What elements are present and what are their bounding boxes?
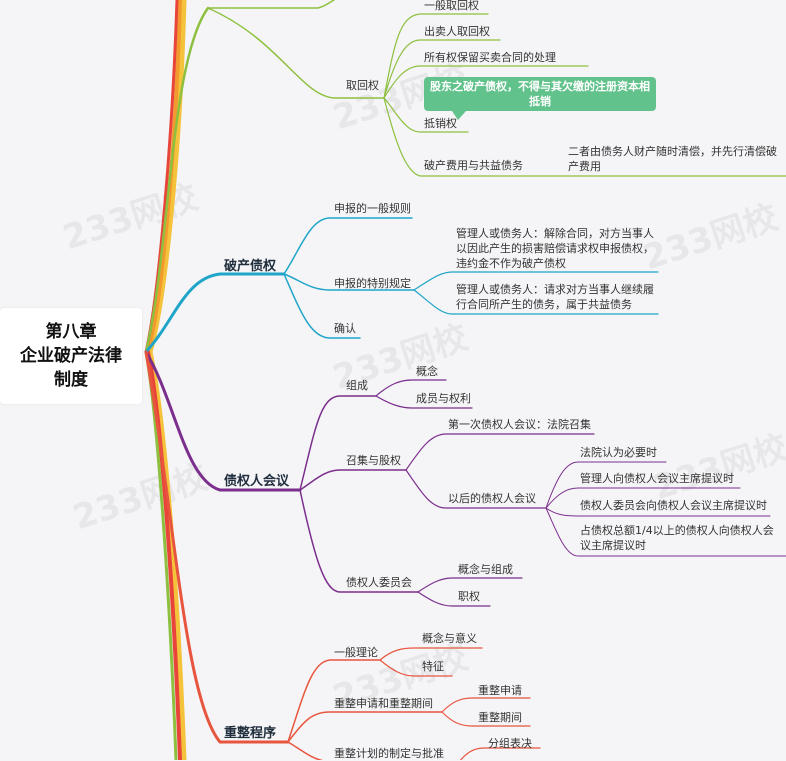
node-general-theory[interactable]: 一般理论 [334, 646, 378, 659]
callout-tail [452, 111, 466, 120]
node-reorg-application[interactable]: 重整申请和重整期间 [334, 697, 433, 710]
node-first-meeting[interactable]: 第一次债权人会议：法院召集 [448, 418, 591, 431]
node-general-rules[interactable]: 申报的一般规则 [334, 202, 411, 215]
node-committee-powers[interactable]: 职权 [458, 590, 480, 603]
node-setoff-right[interactable]: 抵销权 [424, 117, 457, 130]
node-retention-contract[interactable]: 所有权保留买卖合同的处理 [424, 51, 556, 64]
node-members-rights[interactable]: 成员与权利 [416, 392, 471, 405]
node-committee-proposal[interactable]: 债权人委员会向债权人会议主席提议时 [580, 499, 767, 512]
node-creditors-committee[interactable]: 债权人委员会 [346, 576, 412, 589]
node-convening[interactable]: 召集与股权 [346, 454, 401, 467]
node-committee-concept[interactable]: 概念与组成 [458, 563, 513, 576]
node-composition[interactable]: 组成 [346, 379, 368, 392]
node-seller-retrieval[interactable]: 出卖人取回权 [424, 25, 490, 38]
node-reorg-plan[interactable]: 重整计划的制定与批准 [334, 747, 444, 760]
node-group-voting[interactable]: 分组表决 [488, 737, 532, 750]
root-topic[interactable]: 第八章 企业破产法律 制度 [0, 308, 142, 404]
node-confirm[interactable]: 确认 [334, 322, 356, 335]
node-expenses-detail[interactable]: 二者由债务人财产随时清偿，并先行清偿破产费用 [568, 145, 777, 173]
node-general-retrieval[interactable]: 一般取回权 [424, 0, 479, 12]
node-special-rules[interactable]: 申报的特别规定 [334, 277, 411, 290]
node-concept-meaning[interactable]: 概念与意义 [422, 632, 477, 645]
node-special-detail-2[interactable]: 管理人或债务人：请求对方当事人继续履行合同所产生的债务，属于共益债务 [456, 283, 654, 311]
node-reorg-apply[interactable]: 重整申请 [478, 684, 522, 697]
node-later-meetings[interactable]: 以后的债权人会议 [448, 492, 536, 505]
root-title-line: 企业破产法律 [20, 346, 122, 366]
root-title-line: 第八章 [45, 322, 97, 342]
node-features[interactable]: 特征 [422, 660, 444, 673]
node-concept[interactable]: 概念 [416, 365, 438, 378]
branch-bankruptcy-claims[interactable]: 破产债权 [224, 259, 277, 274]
branch-reorganization[interactable]: 重整程序 [224, 726, 277, 741]
callout-note: 股东之破产债权，不得与其欠缴的注册资本相抵销 [424, 77, 656, 111]
node-reorg-period[interactable]: 重整期间 [478, 711, 522, 724]
node-bankruptcy-expenses[interactable]: 破产费用与共益债务 [424, 159, 523, 172]
node-special-detail-1[interactable]: 管理人或债务人：解除合同，对方当事人以因此产生的损害赔偿请求权申报债权，违约金不… [456, 227, 654, 270]
node-quhuiquan[interactable]: 取回权 [346, 79, 379, 92]
node-quarter-creditors[interactable]: 占债权总额1/4以上的债权人向债权人会议主席提议时 [580, 524, 774, 552]
node-court-necessary[interactable]: 法院认为必要时 [580, 446, 657, 459]
node-administrator-proposal[interactable]: 管理人向债权人会议主席提议时 [580, 472, 734, 485]
root-title-line: 制度 [54, 370, 88, 390]
branch-creditors-meeting[interactable]: 债权人会议 [224, 474, 290, 489]
